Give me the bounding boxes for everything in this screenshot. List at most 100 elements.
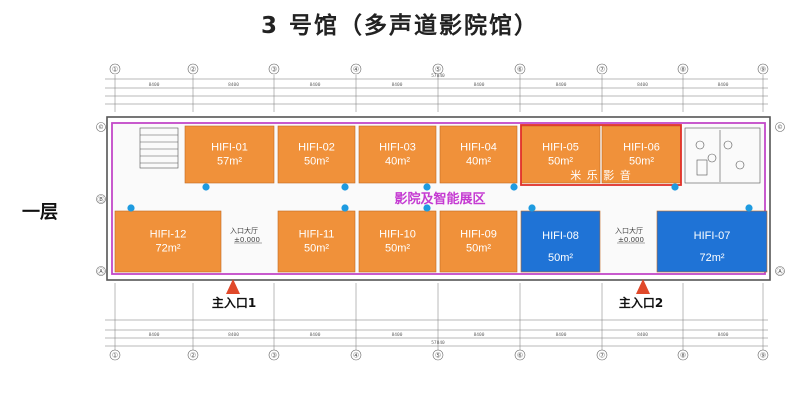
room-block (656, 210, 768, 273)
grid-axis-number: ⑦ (599, 352, 605, 360)
marker-dots (127, 183, 753, 212)
bay-dimension-label: 8400 (228, 332, 239, 338)
overall-dimension-top: 57840 (431, 73, 445, 79)
floor-label: 一层 (22, 202, 58, 223)
room-block (439, 210, 518, 273)
grid-axis-circle (187, 349, 199, 361)
room-area: 50m² (304, 156, 329, 168)
room-block (520, 210, 601, 273)
grid-axis-circle (757, 349, 769, 361)
marker-dot (510, 183, 518, 191)
zone-label: 影院及智能展区 (394, 191, 485, 207)
row-axis-left: © Ⓑ Ⓐ (96, 122, 106, 276)
marker-dot (745, 204, 753, 212)
bay-dimension-label: 8400 (310, 82, 321, 88)
bay-dimension-label: 8400 (149, 332, 160, 338)
room-hifi-03[interactable]: HIFI-03 40m² (358, 125, 437, 184)
grid-axis-circle (514, 349, 526, 361)
grid-axis-number: ⑤ (435, 352, 441, 360)
bay-dimension-label: 8400 (637, 332, 648, 338)
bay-dimension-label: 8400 (556, 82, 567, 88)
grid-axis-circle (596, 63, 608, 75)
room-block (520, 125, 601, 184)
brand-label: 米 乐 影 音 (570, 168, 632, 182)
grid-axis-circle (514, 63, 526, 75)
lobby-left-name: 入口大厅 (230, 226, 258, 235)
grid-axis-circle (757, 63, 769, 75)
row-axis-c: © (99, 124, 104, 132)
room-hifi-04[interactable]: HIFI-04 40m² (439, 125, 518, 184)
room-hifi-05[interactable]: HIFI-05 50m² (520, 125, 601, 184)
bottom-dimension-lines (105, 319, 768, 347)
room-block (358, 210, 437, 273)
room-id: HIFI-05 (542, 142, 579, 154)
room-area: 57m² (217, 156, 242, 168)
bay-dimension-label: 8400 (392, 82, 403, 88)
bay-dimensions: 8400 8400 8400 8400 8400 8400 8400 8400 8400 8400… (149, 82, 729, 338)
bay-dimension-label: 8400 (149, 82, 160, 88)
room-id: HIFI-06 (623, 142, 660, 154)
grid-axis-number: ④ (353, 66, 359, 74)
room-id: HIFI-04 (460, 142, 497, 154)
service-areas (139, 127, 761, 184)
room-area: 50m² (304, 243, 329, 255)
room-hifi-01[interactable]: HIFI-01 57m² (184, 125, 275, 184)
room-area: 40m² (466, 156, 491, 168)
entrance-1[interactable]: 主入口1 (212, 279, 256, 310)
marker-dot (202, 183, 210, 191)
room-area: 72m² (699, 252, 724, 264)
grid-axis-number: ① (112, 66, 118, 74)
grid-axis-circle (677, 63, 689, 75)
row-axis-a: Ⓐ (98, 268, 105, 276)
bay-dimension-label: 8400 (392, 332, 403, 338)
grid-axis-circle (350, 349, 362, 361)
room-hifi-10[interactable]: HIFI-10 50m² (358, 210, 437, 273)
room-id: HIFI-03 (379, 142, 416, 154)
grid-axis-circle (109, 63, 121, 75)
room-id: HIFI-01 (211, 142, 248, 154)
grid-axis-number: ⑥ (517, 66, 523, 74)
lobby-right-level: ±0.000 (618, 236, 644, 244)
marker-dot (341, 183, 349, 191)
room-block (358, 125, 437, 184)
grid-ticks (114, 75, 764, 350)
room-block (184, 125, 275, 184)
top-dimension-lines (105, 78, 768, 105)
grid-axis-circle (432, 63, 444, 75)
room-area: 50m² (629, 156, 654, 168)
room-area: 50m² (385, 243, 410, 255)
bay-dimension-label: 8400 (718, 332, 729, 338)
room-id: HIFI-09 (460, 229, 497, 241)
entrance-1-arrow-icon (226, 279, 240, 294)
bay-dimension-label: 8400 (556, 332, 567, 338)
grid-axis-number: ② (190, 66, 196, 74)
room-area: 40m² (385, 156, 410, 168)
room-id: HIFI-08 (542, 230, 579, 242)
room-block (277, 210, 356, 273)
room-hifi-06[interactable]: HIFI-06 50m² (601, 125, 682, 184)
row-axis-a-right: Ⓐ (777, 268, 784, 276)
grid-axis-circle (187, 63, 199, 75)
room-id: HIFI-10 (379, 229, 416, 241)
overall-dimension-bottom: 57840 (431, 340, 445, 346)
entrance-2[interactable]: 主入口2 (619, 279, 663, 310)
room-area: 50m² (548, 156, 573, 168)
brand-group-border (520, 124, 682, 186)
grid-axis-number: ⑧ (680, 66, 686, 74)
grid-axis-number: ③ (271, 352, 277, 360)
marker-dot (341, 204, 349, 212)
row-axis-c-right: © (778, 124, 783, 132)
bay-dimension-label: 8400 (474, 332, 485, 338)
grid-axis-number: ① (112, 352, 118, 360)
page-title: 3 号馆（多声道影院馆） (260, 13, 539, 39)
building-outline (106, 116, 771, 281)
lobby-left-level: ±0.000 (234, 236, 260, 244)
room-block (601, 125, 682, 184)
